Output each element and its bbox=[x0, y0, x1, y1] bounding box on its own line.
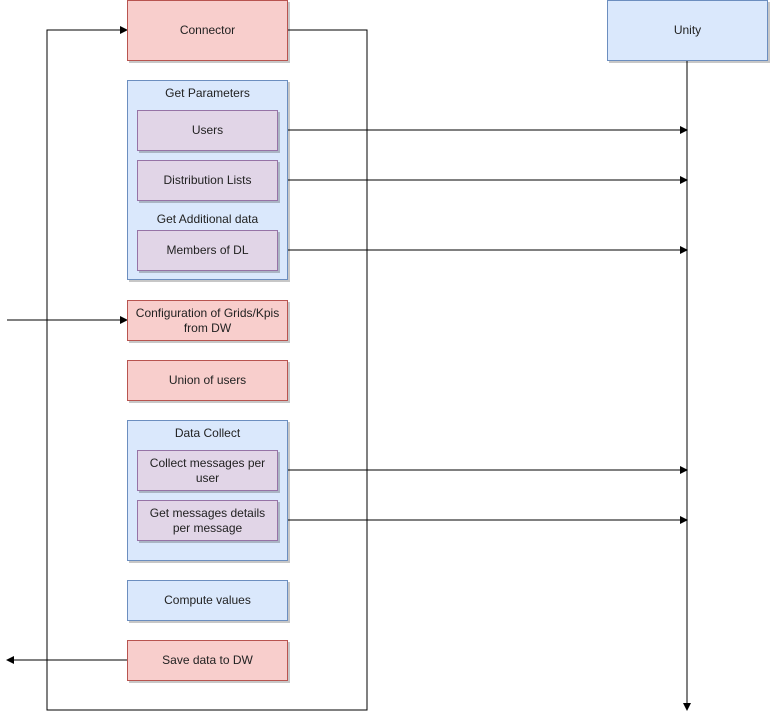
save-data-label: Save data to DW bbox=[162, 653, 253, 667]
configuration-label: Configuration of Grids/Kpis from DW bbox=[135, 305, 280, 335]
message-details-label: Get messages details per message bbox=[149, 505, 266, 535]
compute-values-label: Compute values bbox=[164, 593, 251, 607]
connector-label: Connector bbox=[179, 23, 236, 37]
configuration-node[interactable]: Configuration of Grids/Kpis from DW bbox=[127, 300, 288, 341]
process-loop-line bbox=[46, 26, 368, 711]
union-of-users-node[interactable]: Union of users bbox=[127, 360, 288, 401]
compute-values-node[interactable]: Compute values bbox=[127, 580, 288, 621]
members-of-dl-node[interactable]: Members of DL bbox=[137, 230, 278, 271]
collect-messages-label: Collect messages per user bbox=[149, 455, 266, 485]
data-collect-title: Data Collect bbox=[174, 426, 241, 440]
connector-node[interactable]: Connector bbox=[127, 0, 288, 61]
collect-messages-node[interactable]: Collect messages per user bbox=[137, 450, 278, 491]
get-parameters-title: Get Parameters bbox=[165, 86, 250, 100]
message-details-node[interactable]: Get messages details per message bbox=[137, 500, 278, 541]
get-additional-data-title: Get Additional data bbox=[156, 212, 259, 226]
unity-label: Unity bbox=[673, 23, 702, 37]
distribution-lists-label: Distribution Lists bbox=[163, 173, 252, 187]
users-node[interactable]: Users bbox=[137, 110, 278, 151]
unity-node[interactable]: Unity bbox=[607, 0, 768, 61]
members-of-dl-label: Members of DL bbox=[166, 243, 249, 257]
distribution-lists-node[interactable]: Distribution Lists bbox=[137, 160, 278, 201]
save-data-node[interactable]: Save data to DW bbox=[127, 640, 288, 681]
users-label: Users bbox=[191, 123, 224, 137]
union-of-users-label: Union of users bbox=[168, 373, 247, 387]
